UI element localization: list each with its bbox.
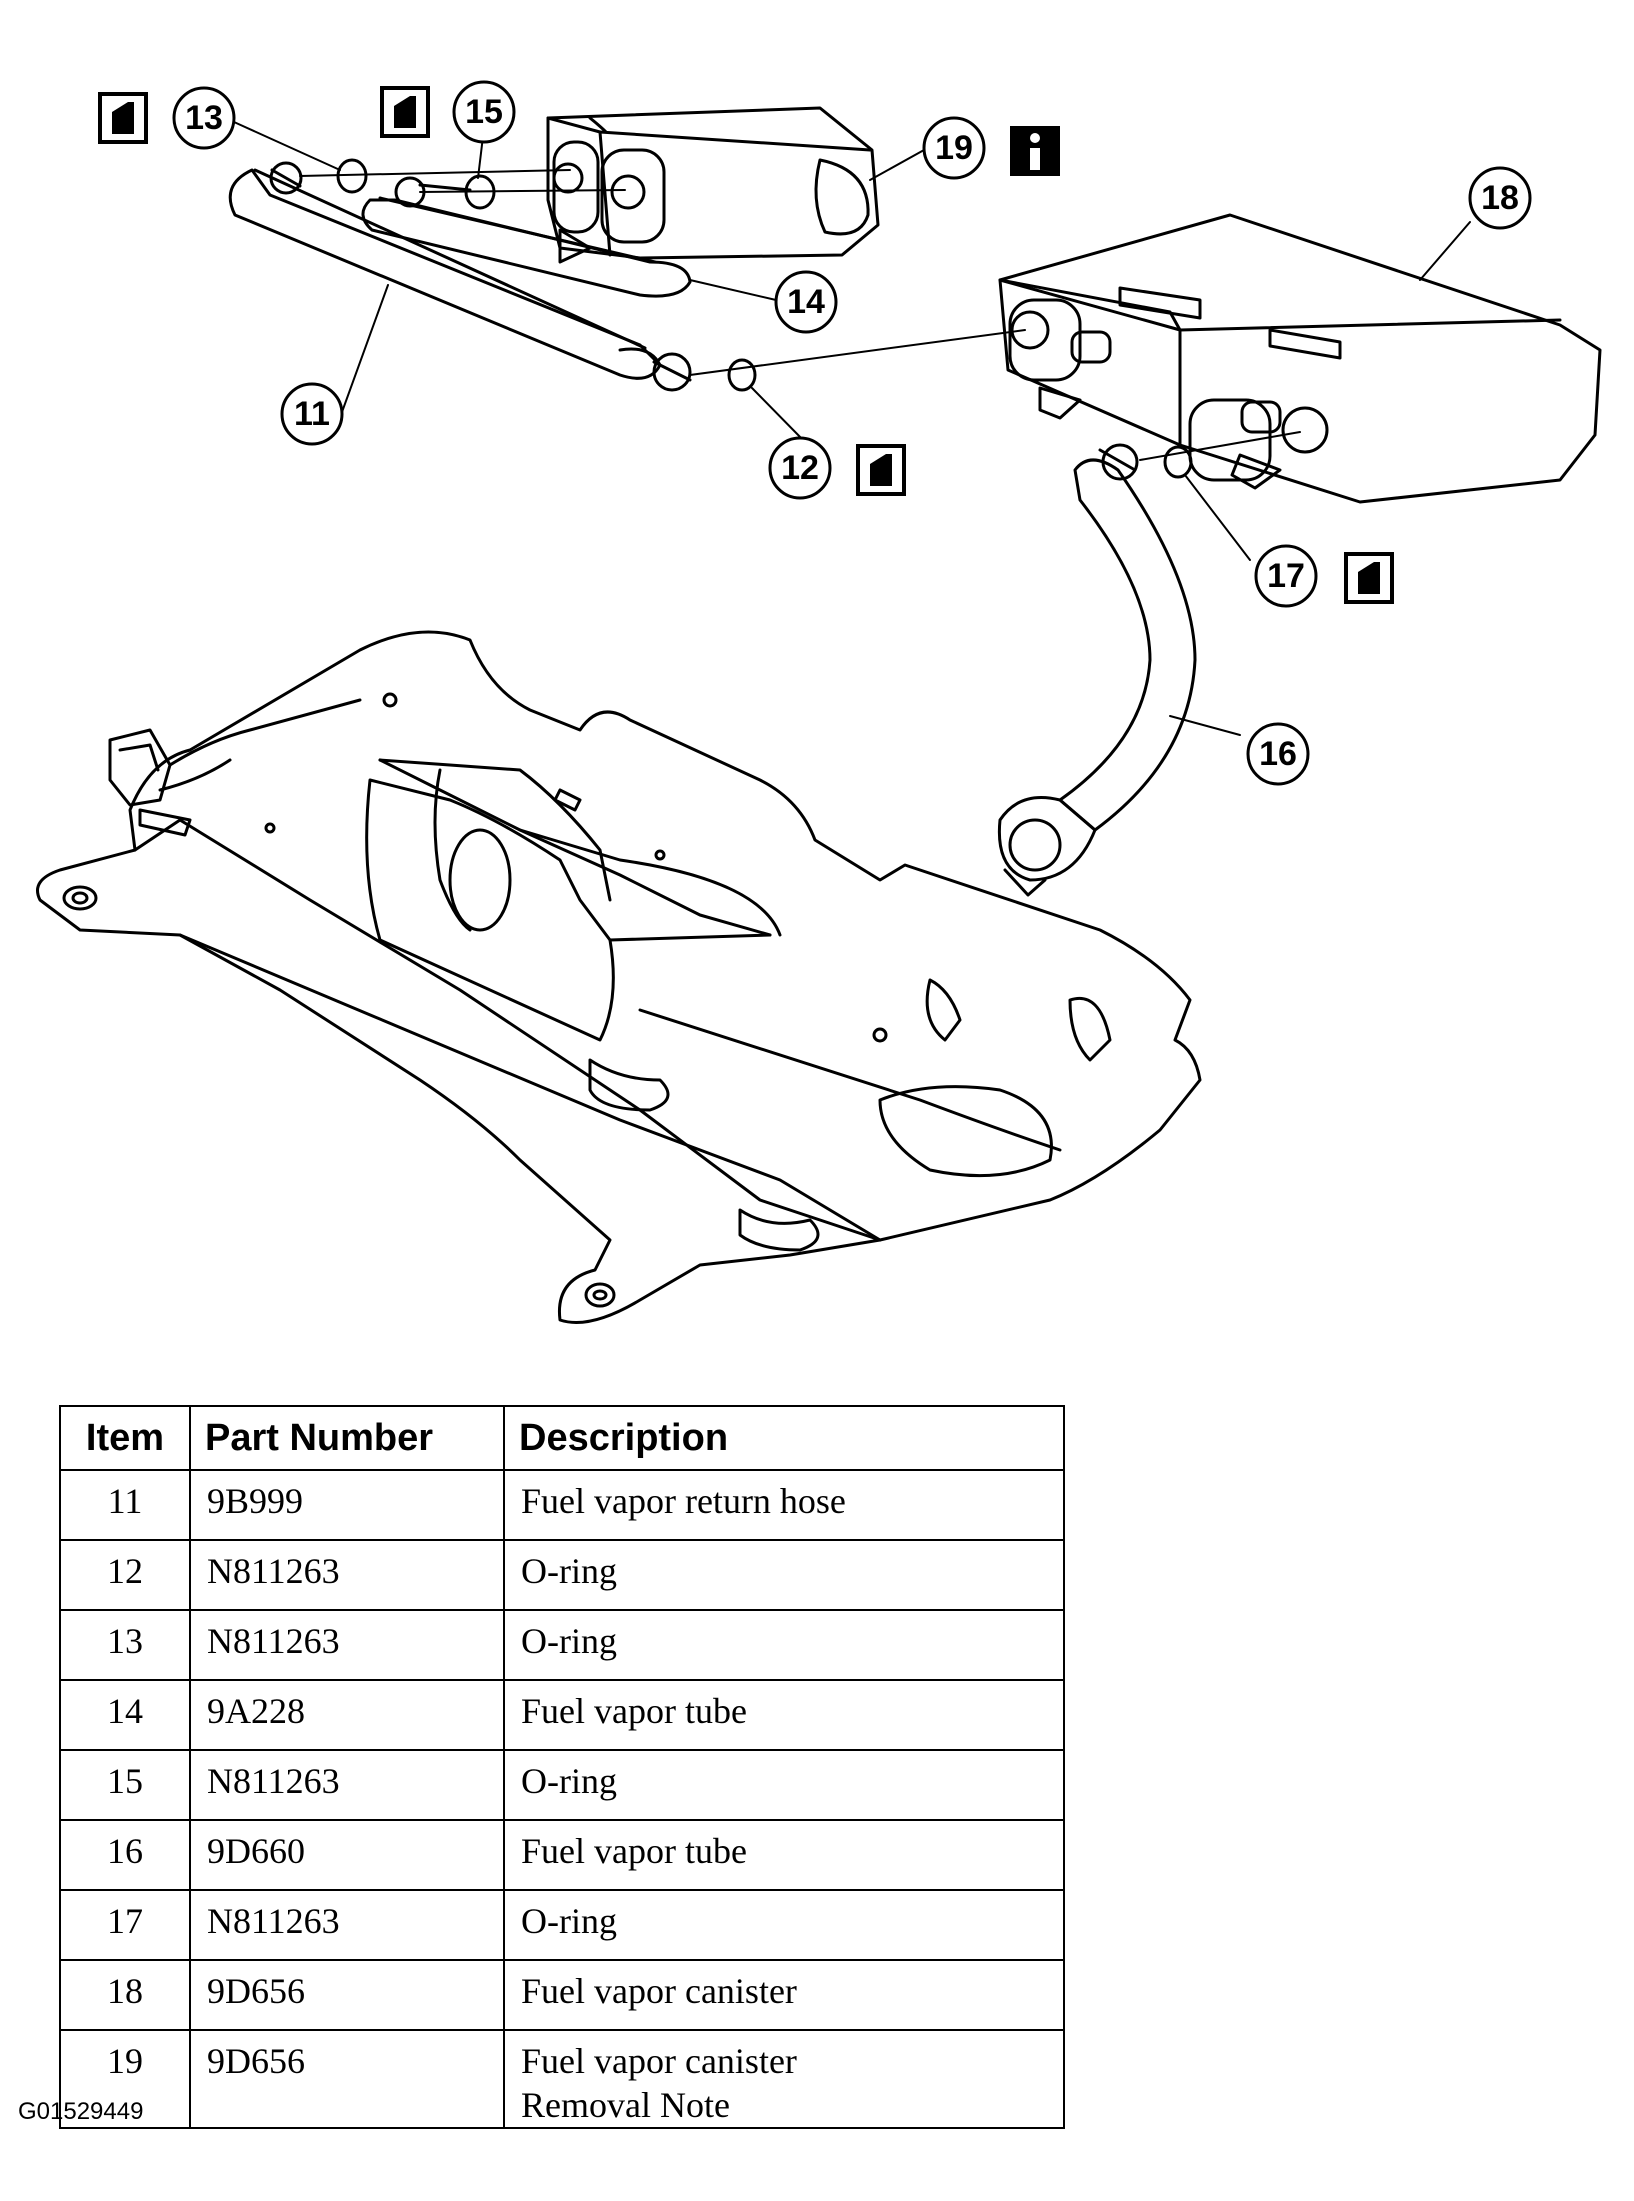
table-row: 18 9D656 Fuel vapor canister <box>59 1959 1065 2031</box>
table-row: 14 9A228 Fuel vapor tube <box>59 1679 1065 1751</box>
callout-label-13: 13 <box>185 99 223 137</box>
row-part-number: 9B999 <box>189 1469 505 1541</box>
row-item: 13 <box>59 1609 191 1681</box>
seal-replace-icon <box>1344 552 1394 604</box>
info-icon <box>1010 126 1060 176</box>
row-item: 16 <box>59 1819 191 1891</box>
row-description: Fuel vapor return hose <box>503 1469 1065 1541</box>
row-part-number: 9A228 <box>189 1679 505 1751</box>
o-ring-12 <box>727 358 757 392</box>
row-item: 19 <box>59 2029 191 2129</box>
seal-replace-icon <box>380 86 430 138</box>
header-part-number: Part Number <box>189 1405 505 1471</box>
callout-label-15: 15 <box>465 93 503 131</box>
callout-label-12: 12 <box>781 449 819 487</box>
callout-circle-15 <box>452 80 516 144</box>
callout-circle-14 <box>774 270 838 334</box>
seal-replace-icon <box>98 92 148 144</box>
o-ring-17 <box>1163 445 1193 479</box>
parts-table: Item Part Number Description 11 9B999 Fu… <box>59 1405 1065 2129</box>
callout-circle-11 <box>280 382 344 446</box>
callout-circle-18 <box>1468 166 1532 230</box>
figure-code: G01529449 <box>18 2098 144 2125</box>
row-description: O-ring <box>503 1609 1065 1681</box>
seal-replace-icon <box>856 444 906 496</box>
table-row: 15 N811263 O-ring <box>59 1749 1065 1821</box>
callout-circle-13 <box>172 86 236 150</box>
row-description: O-ring <box>503 1889 1065 1961</box>
row-description: Fuel vapor tube <box>503 1819 1065 1891</box>
row-part-number: 9D656 <box>189 1959 505 2031</box>
table-row: 12 N811263 O-ring <box>59 1539 1065 1611</box>
callout-label-17: 17 <box>1267 557 1305 595</box>
row-item: 17 <box>59 1889 191 1961</box>
callout-circle-12 <box>768 436 832 500</box>
callout-circle-16 <box>1246 722 1310 786</box>
callout-label-14: 14 <box>787 283 825 321</box>
row-item: 14 <box>59 1679 191 1751</box>
row-item: 18 <box>59 1959 191 2031</box>
table-row: 19 9D656 Fuel vapor canister Removal Not… <box>59 2029 1065 2129</box>
callout-label-18: 18 <box>1481 179 1519 217</box>
table-header-row: Item Part Number Description <box>59 1405 1065 1471</box>
row-part-number: 9D660 <box>189 1819 505 1891</box>
row-part-number: N811263 <box>189 1539 505 1611</box>
header-item: Item <box>59 1405 191 1471</box>
callout-circle-17 <box>1254 544 1318 608</box>
table-row: 11 9B999 Fuel vapor return hose <box>59 1469 1065 1541</box>
row-description: O-ring <box>503 1539 1065 1611</box>
table-row: 16 9D660 Fuel vapor tube <box>59 1819 1065 1891</box>
row-description: O-ring <box>503 1749 1065 1821</box>
fuel-vapor-canister-19 <box>546 106 880 264</box>
header-description: Description <box>503 1405 1065 1471</box>
exploded-parts-diagram: 13 15 19 18 14 11 12 17 16 <box>36 80 1602 1324</box>
row-item: 11 <box>59 1469 191 1541</box>
canister-mounting-tray <box>36 630 1202 1324</box>
fuel-vapor-tube-14 <box>361 176 692 298</box>
row-description: Fuel vapor tube <box>503 1679 1065 1751</box>
callout-label-11: 11 <box>294 395 330 433</box>
table-row: 13 N811263 O-ring <box>59 1609 1065 1681</box>
fuel-vapor-return-hose-11 <box>228 161 692 392</box>
callout-label-16: 16 <box>1259 735 1297 773</box>
row-item: 12 <box>59 1539 191 1611</box>
row-description: Fuel vapor canister <box>503 1959 1065 2031</box>
row-part-number: N811263 <box>189 1749 505 1821</box>
row-part-number: N811263 <box>189 1609 505 1681</box>
table-row: 17 N811263 O-ring <box>59 1889 1065 1961</box>
callout-circle-19 <box>922 116 986 180</box>
fuel-vapor-tube-16 <box>997 443 1197 897</box>
row-description: Fuel vapor canister Removal Note <box>503 2029 1065 2129</box>
row-item: 15 <box>59 1749 191 1821</box>
fuel-vapor-canister-18 <box>998 213 1602 504</box>
row-part-number: N811263 <box>189 1889 505 1961</box>
callout-label-19: 19 <box>935 129 973 167</box>
row-part-number: 9D656 <box>189 2029 505 2129</box>
